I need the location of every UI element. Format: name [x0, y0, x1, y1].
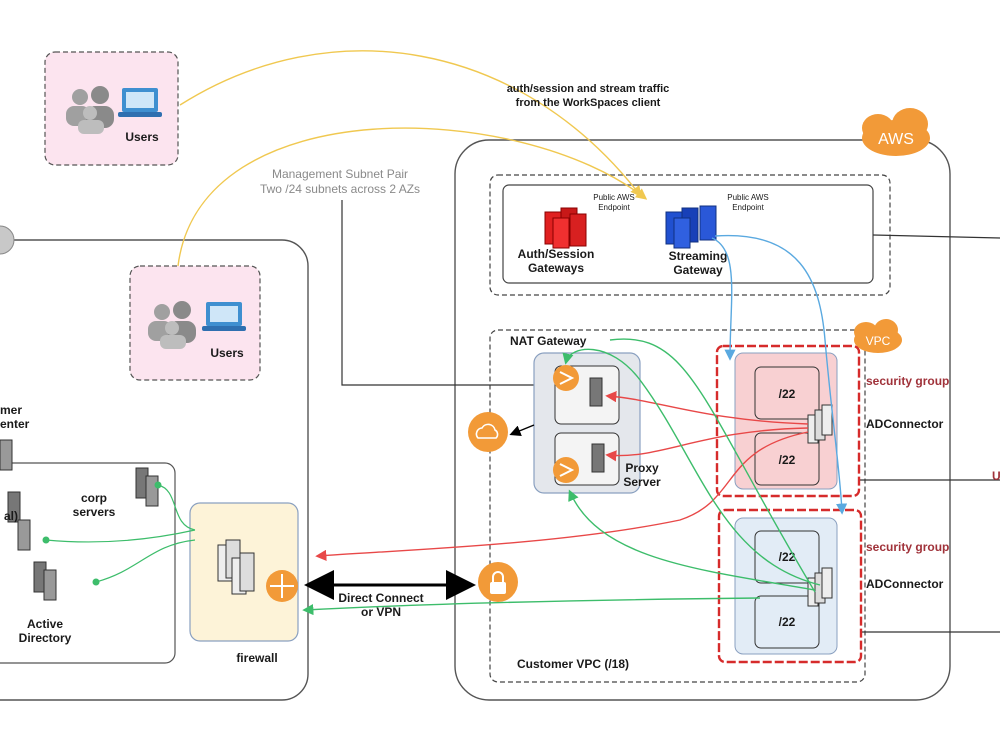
green-line-2: [568, 489, 816, 591]
public-endpoints-box: [502, 184, 874, 284]
server-icon: [0, 439, 13, 471]
subnet-box: [754, 530, 820, 584]
corp-link-2: [45, 529, 196, 543]
adc-to-nat-line: [605, 391, 809, 425]
firewall-label: firewall: [236, 651, 277, 665]
proxy-icon: [553, 457, 579, 483]
green-line-1: [562, 348, 821, 586]
traffic-note-line1: auth/session and stream traffic: [507, 83, 670, 95]
firewall-server-icon: [217, 539, 255, 595]
subnet-label: /22: [779, 550, 796, 564]
adc-to-firewall-line: [315, 431, 809, 561]
proxy-label-line2: Server: [623, 475, 661, 489]
streaming-gateway-name1: Streaming: [669, 249, 728, 263]
subnet-box: [754, 432, 820, 486]
users-group-icon: [148, 301, 196, 349]
proxy-label-line1: Proxy: [625, 461, 659, 475]
users-box-mid: [129, 265, 261, 381]
subnet-label: /22: [779, 453, 796, 467]
corp-servers-box: [0, 462, 176, 664]
stream-endpoint-line2: Endpoint: [732, 203, 764, 212]
laptop-icon: [118, 88, 162, 117]
edge-line-top: [872, 234, 1000, 239]
client-traffic-line-mid: [177, 127, 648, 267]
adconnector-subnet-lower: [734, 517, 838, 655]
active-directory-line1: Active: [27, 617, 63, 631]
customer-vpc-zone: [489, 329, 866, 683]
adconnector-upper-label: ADConnector: [866, 417, 944, 431]
auth-endpoint-line2: Endpoint: [598, 203, 630, 212]
sg-lower-label: security group: [866, 540, 949, 554]
stream-endpoint-line1: Public AWS: [727, 193, 769, 202]
traffic-note-line2: from the WorkSpaces client: [516, 97, 661, 109]
corp-link-1: [157, 484, 196, 531]
nat-to-igw-arrow: [509, 424, 535, 437]
datacenter-fragment-line2: enter: [0, 417, 30, 431]
datacenter-fragment-line1: mer: [0, 403, 22, 417]
nat-server-icon: [589, 377, 603, 407]
security-group-lower: [717, 508, 863, 664]
proxy-server-icon: [591, 443, 605, 473]
corp-link-3: [95, 539, 196, 583]
stream-line-1: [711, 237, 736, 361]
subnet-box: [754, 366, 820, 420]
green-line-3: [609, 338, 816, 593]
vpc-badge-label: VPC: [866, 334, 891, 348]
aws-badge-label: AWS: [878, 131, 914, 148]
nat-gateway-icon: [553, 365, 579, 391]
corporate-badge-icon: [0, 225, 15, 255]
corp-servers-line2: servers: [73, 505, 116, 519]
users-group-icon: [66, 86, 114, 134]
internet-gateway-icon: [468, 412, 508, 452]
client-traffic-line-top: [179, 50, 642, 198]
sg-upper-label: security group: [866, 374, 949, 388]
direct-connect-line1: Direct Connect: [338, 591, 423, 605]
subnet-box: [754, 595, 820, 649]
nat-gateway-label: NAT Gateway: [510, 334, 587, 348]
stream-line-2: [714, 234, 848, 515]
auth-gateways-name2: Gateways: [528, 261, 584, 275]
users-mid-label: Users: [210, 346, 244, 360]
server-icon: [135, 467, 159, 507]
auth-gateway-icon: [544, 207, 587, 249]
right-edge-fragment: U: [992, 469, 1000, 483]
streaming-gateway-icon: [665, 205, 717, 249]
streaming-gateway-name2: Gateway: [673, 263, 723, 277]
security-group-upper: [715, 344, 861, 498]
server-icon: [7, 491, 31, 551]
server-icon: [33, 561, 57, 601]
auth-endpoint-line1: Public AWS: [593, 193, 635, 202]
users-box-top: [44, 51, 179, 166]
aws-cloud-container: [454, 139, 951, 701]
adconnector-subnet-upper: [734, 352, 838, 490]
laptop-icon: [202, 302, 246, 331]
mgmt-subnet-line: [341, 200, 534, 386]
users-top-label: Users: [125, 130, 159, 144]
auth-gateways-name1: Auth/Session: [518, 247, 595, 261]
green-line-4: [302, 597, 761, 616]
adconnector-icon: [807, 567, 833, 607]
adc-to-proxy-line: [605, 427, 809, 462]
mgmt-note-line1: Management Subnet Pair: [272, 167, 408, 181]
adconnector-lower-label: ADConnector: [866, 577, 944, 591]
subnet-label: /22: [779, 387, 796, 401]
aws-cloud-icon: [862, 108, 930, 156]
corp-servers-line1: corp: [81, 491, 107, 505]
adconnector-icon: [807, 404, 833, 444]
corporate-datacenter-container: [0, 239, 309, 701]
direct-connect-line2: or VPN: [361, 605, 401, 619]
mgmt-note-line2: Two /24 subnets across 2 AZs: [260, 182, 420, 196]
customer-vpc-label: Customer VPC (/18): [517, 657, 629, 671]
vpc-cloud-icon: [854, 319, 902, 353]
active-directory-line2: Directory: [19, 631, 72, 645]
internal-fragment: al): [4, 509, 18, 523]
subnet-label: /22: [779, 615, 796, 629]
